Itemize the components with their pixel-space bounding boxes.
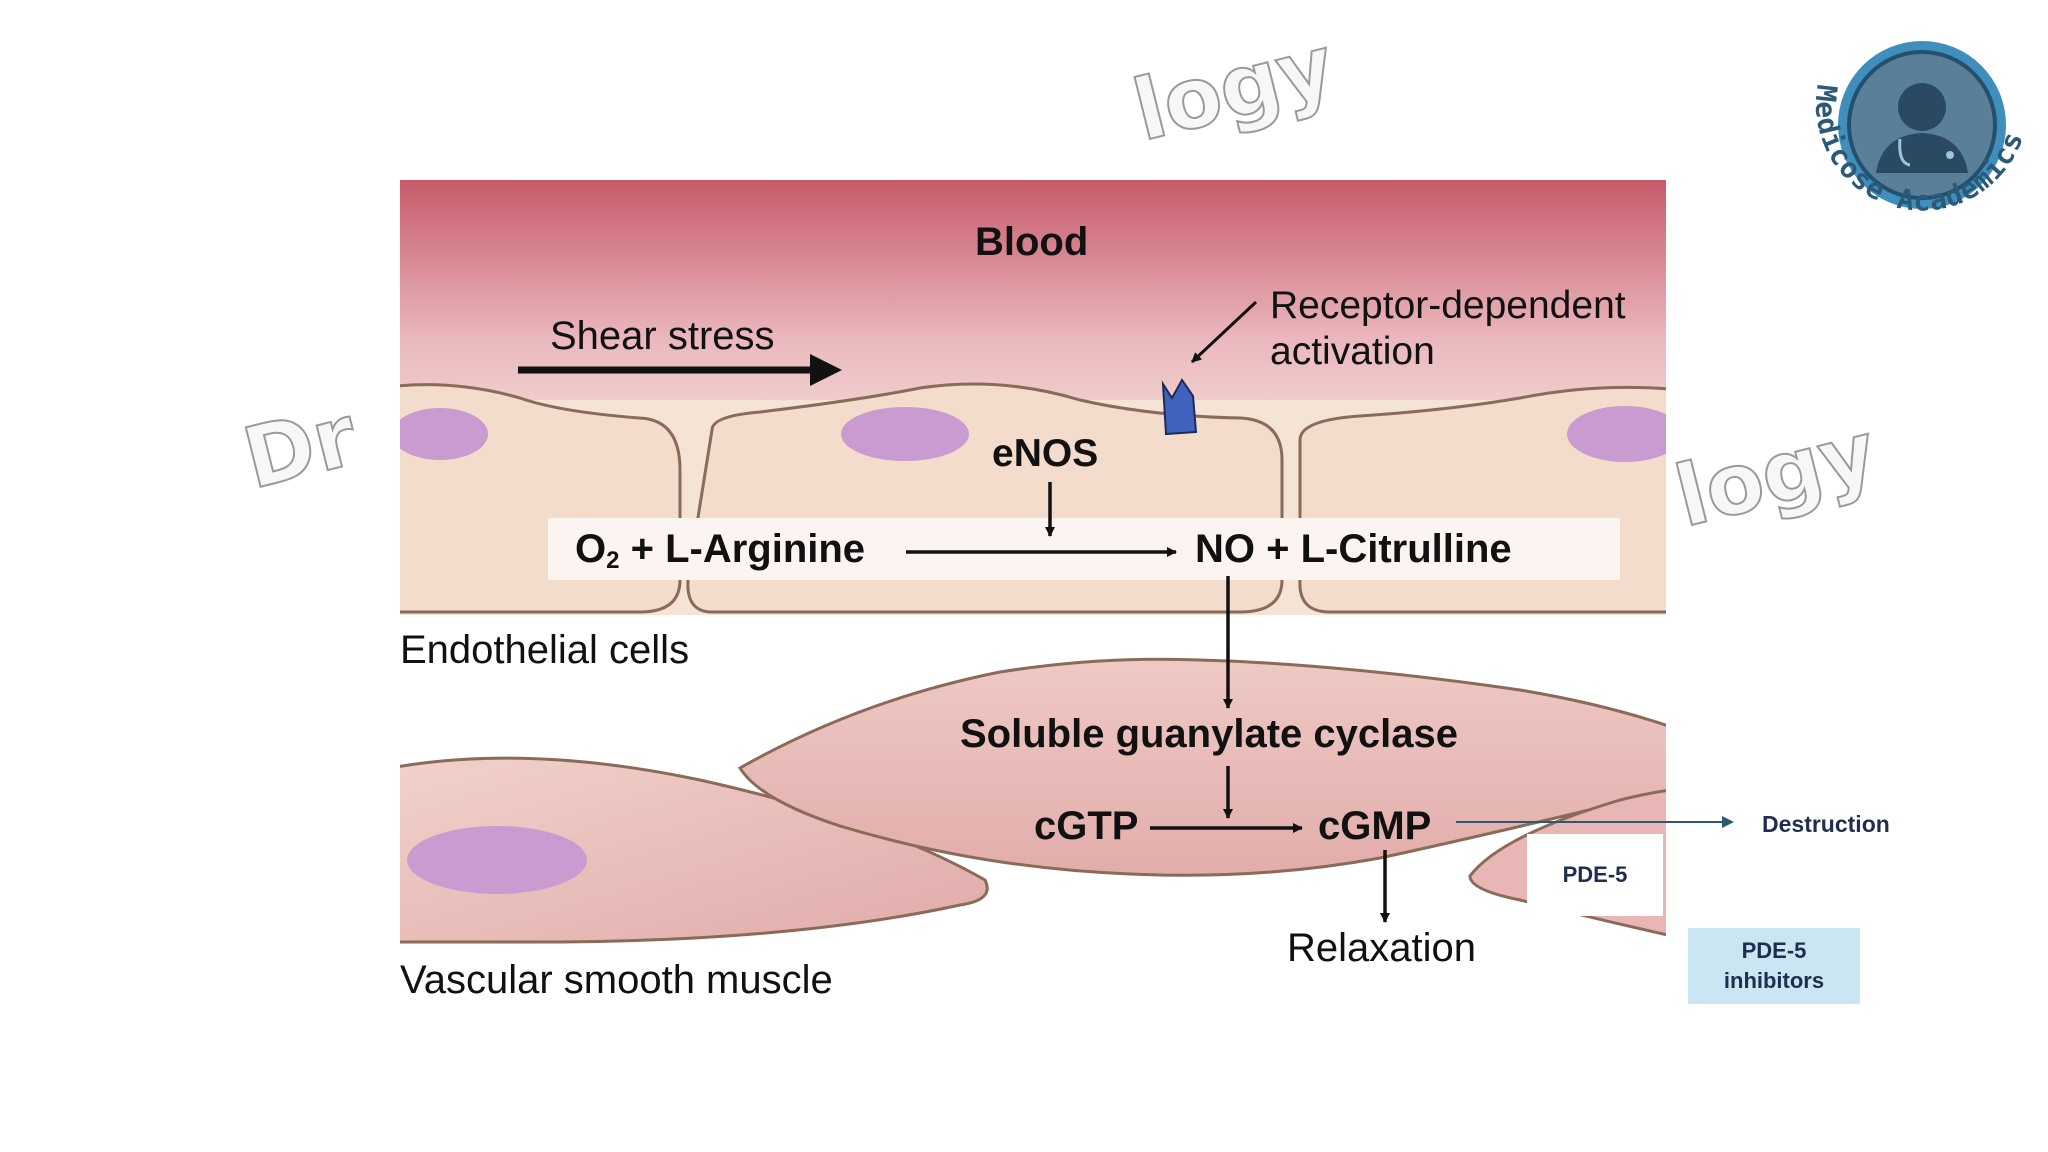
doctor-avatar-icon xyxy=(1898,83,1946,131)
svg-text:Medicose Academics: Medicose Academics xyxy=(1809,83,2030,217)
logo xyxy=(1838,41,2006,209)
label-reactants: O2 + L-Arginine xyxy=(575,527,866,574)
label-soluble-guanylate-cyclase: Soluble guanylate cyclase xyxy=(960,712,1458,756)
label-destruction: Destruction xyxy=(1762,811,1890,837)
label-products: NO + L-Citrulline xyxy=(1195,527,1512,571)
nucleus-smooth-muscle xyxy=(407,826,587,894)
nucleus-endothelial-1 xyxy=(400,408,488,460)
label-receptor-dependent: Receptor-dependent xyxy=(1270,284,1626,327)
label-shear-stress: Shear stress xyxy=(550,314,775,358)
receptor-pointer-arrow xyxy=(1190,300,1258,364)
pde5-box: PDE-5 xyxy=(1527,834,1663,916)
label-inhibitors-line2: inhibitors xyxy=(1723,968,1825,993)
sgc-cell xyxy=(737,657,1666,877)
label-o2-subscript: 2 xyxy=(606,547,620,574)
label-pde5: PDE-5 xyxy=(1562,862,1628,887)
nucleus-endothelial-2 xyxy=(841,407,969,461)
label-endothelial-cells: Endothelial cells xyxy=(400,628,690,672)
label-blood: Blood xyxy=(975,220,1089,264)
label-o2: O xyxy=(575,527,607,571)
label-l-arginine: + L-Arginine xyxy=(619,527,866,571)
label-activation: activation xyxy=(1270,330,1435,373)
smooth-muscle-cell-left xyxy=(400,756,989,944)
nucleus-endothelial-3 xyxy=(1567,406,1666,462)
logo-text: Medicose Academics xyxy=(1809,83,2030,217)
label-cgtp: cGTP xyxy=(1034,804,1139,848)
receptor-icon xyxy=(1161,378,1198,436)
label-relaxation: Relaxation xyxy=(1287,926,1477,970)
reaction-band xyxy=(548,518,1620,580)
label-cgmp: cGMP xyxy=(1318,804,1432,848)
label-enos: eNOS xyxy=(992,432,1099,475)
label-vascular-smooth-muscle: Vascular smooth muscle xyxy=(400,958,833,1002)
pde5-inhibitors-box: PDE-5 inhibitors xyxy=(1688,928,1860,1004)
label-inhibitors-line1: PDE-5 xyxy=(1741,938,1807,963)
